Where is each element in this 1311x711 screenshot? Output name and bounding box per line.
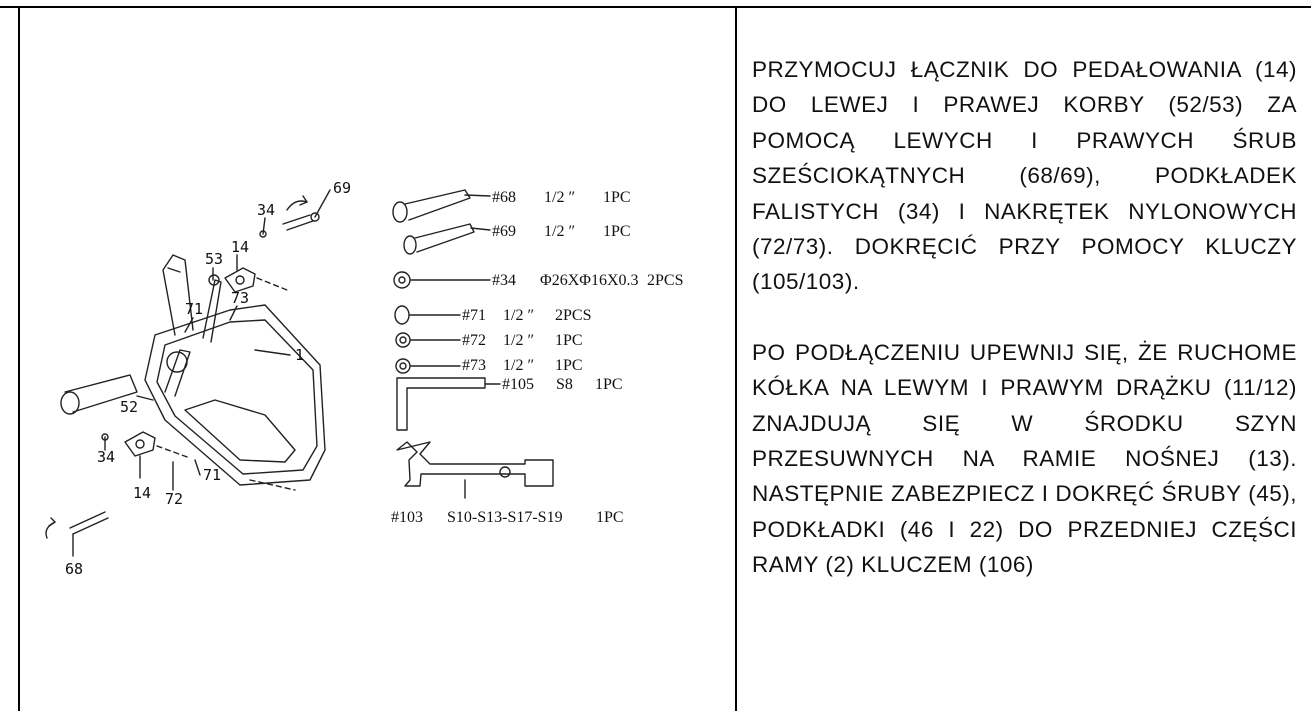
callout-52: 52 [120,398,138,416]
part-71-size: 1/2 ″ [503,307,534,324]
callout-1: 1 [295,346,304,364]
part-72-size: 1/2 ″ [503,332,534,349]
part-103-size: S10-S13-S17-S19 [447,509,563,526]
part-34-id: #34 [492,272,516,289]
callout-34-bottom: 34 [97,448,115,466]
part-34-qty: 2PCS [647,272,683,289]
part-68-size: 1/2 ″ [544,189,575,206]
part-68-qty: 1PC [603,189,631,206]
part-68-id: #68 [492,189,516,206]
part-71-id: #71 [462,307,486,324]
assembly-diagram: 69 34 14 53 71 73 1 52 34 14 72 71 68 [25,160,725,600]
table-left-border [18,6,20,711]
part-105-size: S8 [556,376,573,393]
housing-shape [144,304,326,486]
instructions-column: PRZYMOCUJ ŁĄCZNIK DO PEDAŁOWANIA (14) DO… [752,52,1297,583]
part-69-id: #69 [492,223,516,240]
part-105-qty: 1PC [595,376,623,393]
table-column-divider [735,6,737,711]
callout-34-top: 34 [257,201,275,219]
callout-53: 53 [205,250,223,268]
table-top-border [0,6,1311,8]
callout-73: 73 [231,289,249,307]
part-72-qty: 1PC [555,332,583,349]
part-73-id: #73 [462,357,486,374]
part-34-size: Φ26XΦ16X0.3 [540,272,639,289]
callout-71-top: 71 [185,300,203,318]
part-105-id: #105 [502,376,534,393]
exploded-view-drawing: 69 34 14 53 71 73 1 52 34 14 72 71 68 [45,179,683,578]
part-69-size: 1/2 ″ [544,223,575,240]
callout-71-bottom: 71 [203,466,221,484]
part-73-size: 1/2 ″ [503,357,534,374]
callout-14-bottom: 14 [133,484,151,502]
part-103-id: #103 [391,509,423,526]
callout-72: 72 [165,490,183,508]
callout-14-top: 14 [231,238,249,256]
part-69-qty: 1PC [603,223,631,240]
part-72-id: #72 [462,332,486,349]
part-103-qty: 1PC [596,509,624,526]
part-71-qty: 2PCS [555,307,591,324]
part-73-qty: 1PC [555,357,583,374]
instruction-paragraph-2: PO PODŁĄCZENIU UPEWNIJ SIĘ, ŻE RUCHOME K… [752,339,1297,578]
callout-69: 69 [333,179,351,197]
instruction-paragraph-1: PRZYMOCUJ ŁĄCZNIK DO PEDAŁOWANIA (14) DO… [752,57,1297,295]
callout-68: 68 [65,560,83,578]
